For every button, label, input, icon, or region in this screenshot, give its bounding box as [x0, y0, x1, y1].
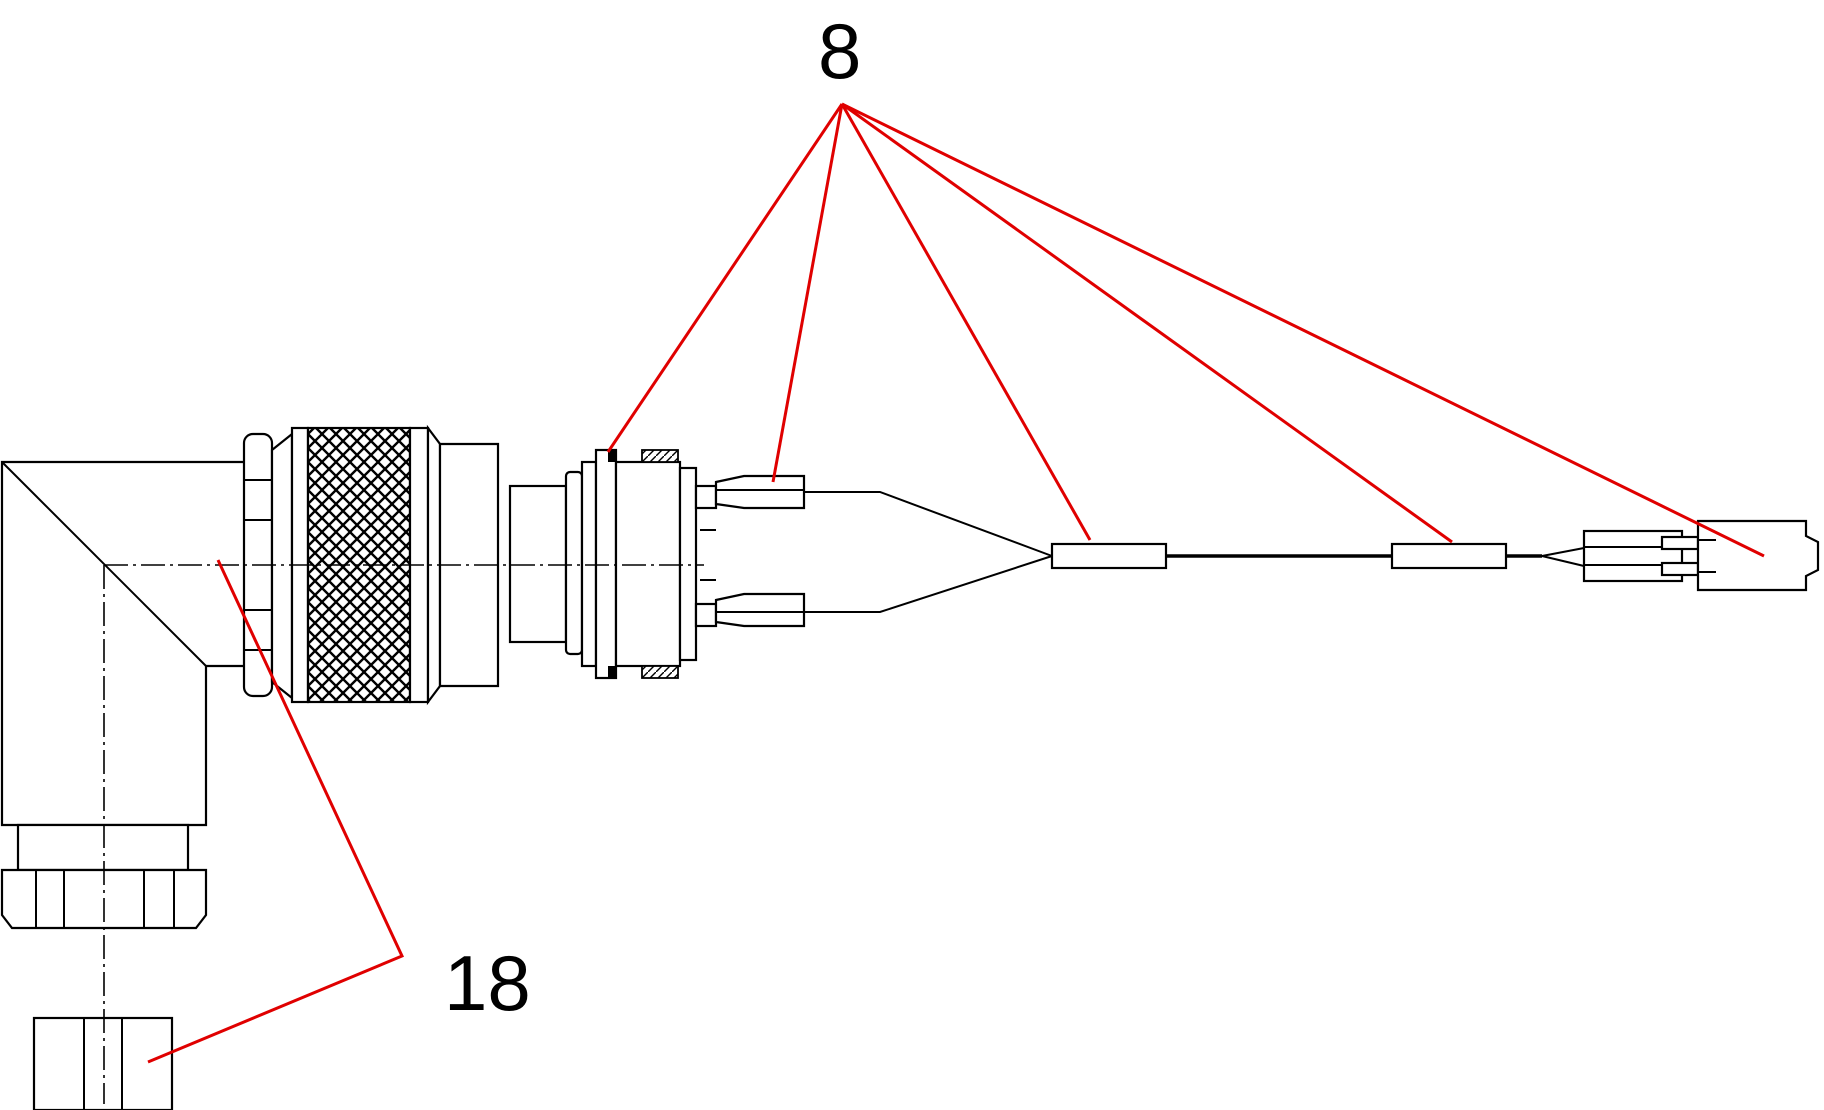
- center-lines: [103, 564, 704, 1104]
- terminal-plug: [1582, 519, 1820, 592]
- leader-lines-18: [147, 559, 405, 1064]
- callout-18: 18: [444, 939, 531, 1027]
- receptacle: [508, 448, 698, 680]
- detached-cap: [32, 1016, 174, 1110]
- leader-lines-8: [606, 102, 1765, 558]
- cable-assembly: [1050, 542, 1585, 570]
- cable-sleeve-2: [1390, 542, 1508, 570]
- cable-sleeve-1: [1050, 542, 1168, 570]
- contact-pins: [694, 474, 806, 628]
- contact-wires: [804, 491, 1053, 613]
- angled-connector-housing: [0, 460, 248, 930]
- callout-8: 8: [818, 7, 861, 95]
